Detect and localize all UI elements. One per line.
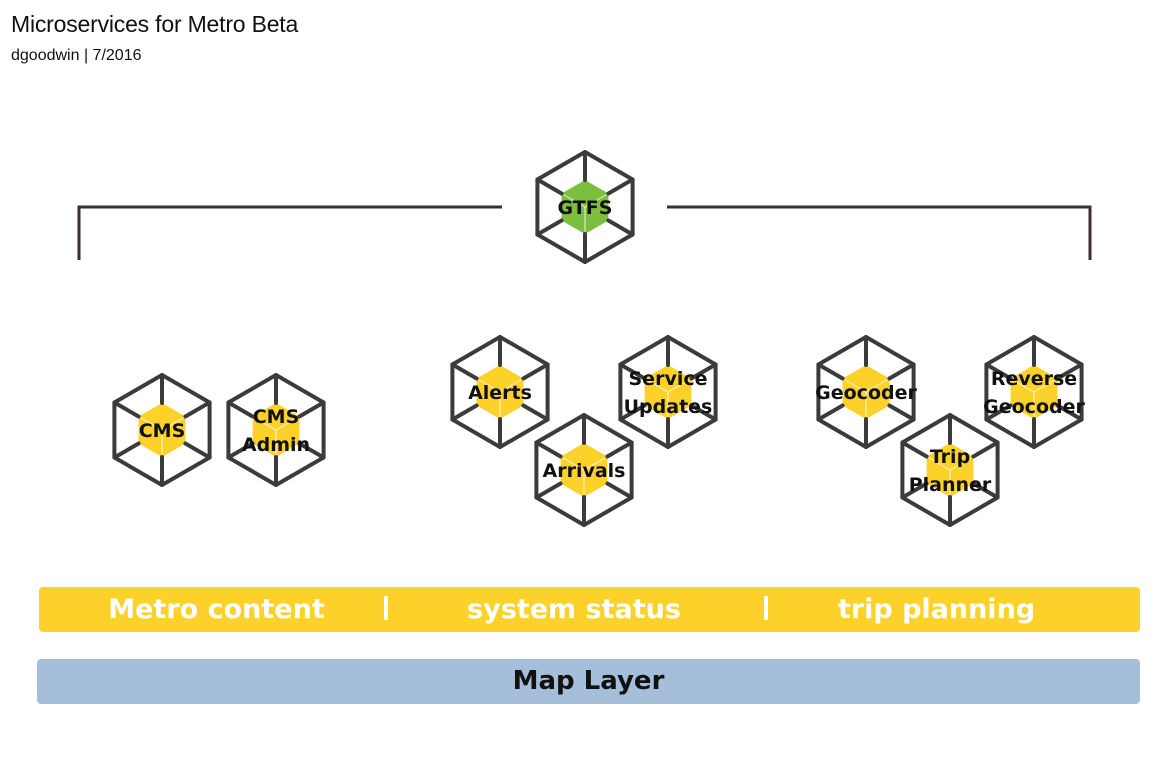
category-band: Metro content system status trip plannin… [39, 587, 1140, 632]
hexagon-spoke [535, 218, 564, 237]
hexagon-spoke [183, 400, 212, 419]
node-label: Reverse [991, 368, 1077, 390]
connector-left [77, 205, 502, 260]
hexagon-spoke [297, 441, 326, 460]
hexagon-spoke [618, 403, 647, 422]
node-label: CMS [253, 406, 300, 428]
node-label: Updates [624, 396, 713, 418]
node-label: Admin [242, 434, 310, 456]
node-label: Alerts [468, 382, 532, 404]
category-separator [764, 596, 768, 620]
category-metro-content: Metro content [108, 594, 325, 625]
node-label: Geocoder [815, 382, 917, 404]
gtfs-connector [77, 205, 1092, 260]
hexagon-spoke [816, 362, 845, 381]
connector-right [667, 205, 1092, 260]
hexagon-spoke [112, 400, 141, 419]
hexagon-spoke [1055, 403, 1084, 422]
hexagon-spoke [450, 362, 479, 381]
hexagon-spoke [534, 440, 563, 459]
node-label: Geocoder [983, 396, 1085, 418]
hexagon-spoke [887, 403, 916, 422]
hexagon-spoke [605, 440, 634, 459]
node-label: Trip [930, 446, 970, 468]
hexagon-spoke [816, 403, 845, 422]
hexagon-spoke [900, 481, 929, 500]
hexagon-spoke [689, 403, 718, 422]
node-geocoder[interactable]: Geocoder [815, 335, 917, 449]
category-trip-planning: trip planning [837, 594, 1036, 625]
node-label: CMS [139, 420, 186, 442]
hexagon-spoke [618, 362, 647, 381]
hexagon-spoke [183, 441, 212, 460]
hexagon-spoke [887, 362, 916, 381]
hexagon-spoke [606, 177, 635, 196]
hexagon-spoke [605, 481, 634, 500]
node-gtfs[interactable]: GTFS [535, 150, 635, 264]
page-title: Microservices for Metro Beta [11, 11, 299, 37]
hexagon-spoke [606, 218, 635, 237]
hexagon-spoke [971, 440, 1000, 459]
node-label: GTFS [558, 197, 613, 219]
hexagon-spoke [297, 400, 326, 419]
hexagon-spoke [521, 362, 550, 381]
hexagon-spoke [112, 441, 141, 460]
hexagon-spoke [984, 403, 1013, 422]
hexagon-spoke [226, 441, 255, 460]
map-layer-label: Map Layer [512, 666, 665, 696]
hexagon-spoke [535, 177, 564, 196]
category-separator [384, 596, 388, 620]
hexagon-spoke [1055, 362, 1084, 381]
hexagon-spoke [534, 481, 563, 500]
node-label: Arrivals [543, 460, 626, 482]
hexagon-spoke [521, 403, 550, 422]
hexagon-spoke [450, 403, 479, 422]
node-cms[interactable]: CMS [112, 373, 212, 487]
node-alerts[interactable]: Alerts [450, 335, 550, 449]
hexagon-spoke [226, 400, 255, 419]
hexagon-spoke [689, 362, 718, 381]
hexagon-spoke [900, 440, 929, 459]
category-system-status: system status [467, 594, 681, 625]
node-cms-admin[interactable]: CMS Admin [226, 373, 326, 487]
hexagon-spoke [971, 481, 1000, 500]
node-label: Planner [909, 474, 992, 496]
page-subtitle: dgoodwin | 7/2016 [11, 47, 142, 64]
map-layer-band: Map Layer [37, 659, 1140, 704]
hexagon-spoke [984, 362, 1013, 381]
node-label: Service [629, 368, 708, 390]
node-arrivals[interactable]: Arrivals [534, 413, 634, 527]
